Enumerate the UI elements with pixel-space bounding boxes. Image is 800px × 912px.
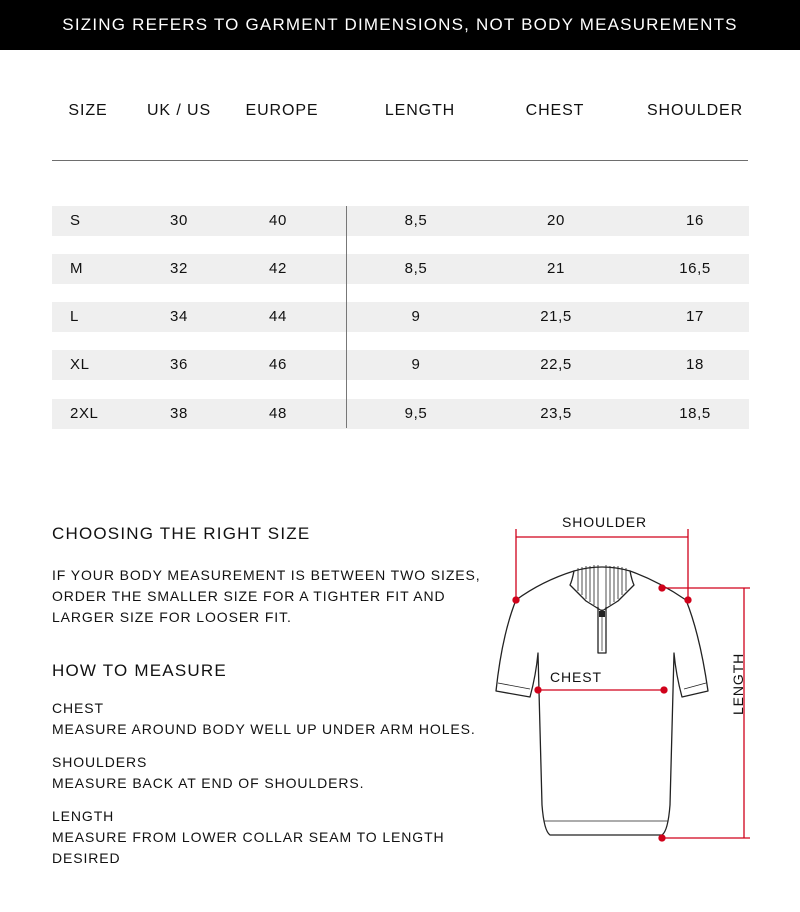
cell-uk-us: 38 [170,405,188,422]
choosing-text: IF YOUR BODY MEASUREMENT IS BETWEEN TWO … [52,565,481,628]
measurement-diagram: SHOULDER CHEST LENGTH [490,505,790,845]
shoulders-text: MEASURE BACK AT END OF SHOULDERS. [52,775,365,791]
cell-size: L [70,308,79,325]
header-size: SIZE [68,102,108,119]
header-divider [52,160,748,161]
length-dimension-label: LENGTH [730,652,746,715]
cell-europe: 40 [269,212,287,229]
cell-europe: 44 [269,308,287,325]
cell-uk-us: 30 [170,212,188,229]
shoulder-dimension-label: SHOULDER [562,514,647,530]
cell-europe: 48 [269,405,287,422]
cell-size: 2XL [70,405,99,422]
choosing-line: IF YOUR BODY MEASUREMENT IS BETWEEN TWO … [52,567,481,583]
chest-text: MEASURE AROUND BODY WELL UP UNDER ARM HO… [52,721,476,737]
header-shoulder: SHOULDER [646,102,744,119]
table-row-xl: XL 36 46 9 22,5 18 [52,350,749,380]
chest-label: CHEST [52,700,104,716]
cell-uk-us: 32 [170,260,188,277]
polo-shirt-icon [495,529,750,842]
cell-shoulder: 16 [686,212,704,229]
table-row-m: M 32 42 8,5 21 16,5 [52,254,749,284]
chest-dimension-label: CHEST [550,669,602,685]
cell-chest: 21 [547,260,565,277]
length-line: MEASURE FROM LOWER COLLAR SEAM TO LENGTH [52,829,445,845]
cell-length: 9 [411,308,421,325]
table-row-2xl: 2XL 38 48 9,5 23,5 18,5 [52,399,749,429]
choosing-line: LARGER SIZE FOR LOOSER FIT. [52,609,292,625]
cell-shoulder: 17 [686,308,704,325]
choosing-line: ORDER THE SMALLER SIZE FOR A TIGHTER FIT… [52,588,446,604]
table-row-s: S 30 40 8,5 20 16 [52,206,749,236]
length-text: MEASURE FROM LOWER COLLAR SEAM TO LENGTH… [52,827,445,869]
header-uk-us: UK / US [146,102,212,119]
cell-chest: 20 [547,212,565,229]
header-chest: CHEST [525,102,585,119]
length-line: DESIRED [52,850,121,866]
cell-chest: 21,5 [540,308,572,325]
length-label: LENGTH [52,808,115,824]
choosing-title: CHOOSING THE RIGHT SIZE [52,524,311,543]
table-row-l: L 34 44 9 21,5 17 [52,302,749,332]
cell-europe: 42 [269,260,287,277]
cell-chest: 22,5 [540,356,572,373]
header-length: LENGTH [384,102,456,119]
banner-text: SIZING REFERS TO GARMENT DIMENSIONS, NOT… [62,15,738,34]
cell-length: 8,5 [404,212,428,229]
cell-uk-us: 36 [170,356,188,373]
cell-size: XL [70,356,90,373]
cell-length: 9,5 [404,405,428,422]
header-europe: EUROPE [245,102,319,119]
cell-length: 9 [411,356,421,373]
cell-size: M [70,260,84,277]
cell-size: S [70,212,81,229]
how-to-measure-title: HOW TO MEASURE [52,661,227,680]
shoulders-label: SHOULDERS [52,754,148,770]
column-divider [346,206,347,428]
cell-chest: 23,5 [540,405,572,422]
cell-shoulder: 18,5 [679,405,711,422]
cell-europe: 46 [269,356,287,373]
notice-banner: SIZING REFERS TO GARMENT DIMENSIONS, NOT… [0,0,800,50]
cell-uk-us: 34 [170,308,188,325]
cell-shoulder: 18 [686,356,704,373]
cell-length: 8,5 [404,260,428,277]
cell-shoulder: 16,5 [679,260,711,277]
